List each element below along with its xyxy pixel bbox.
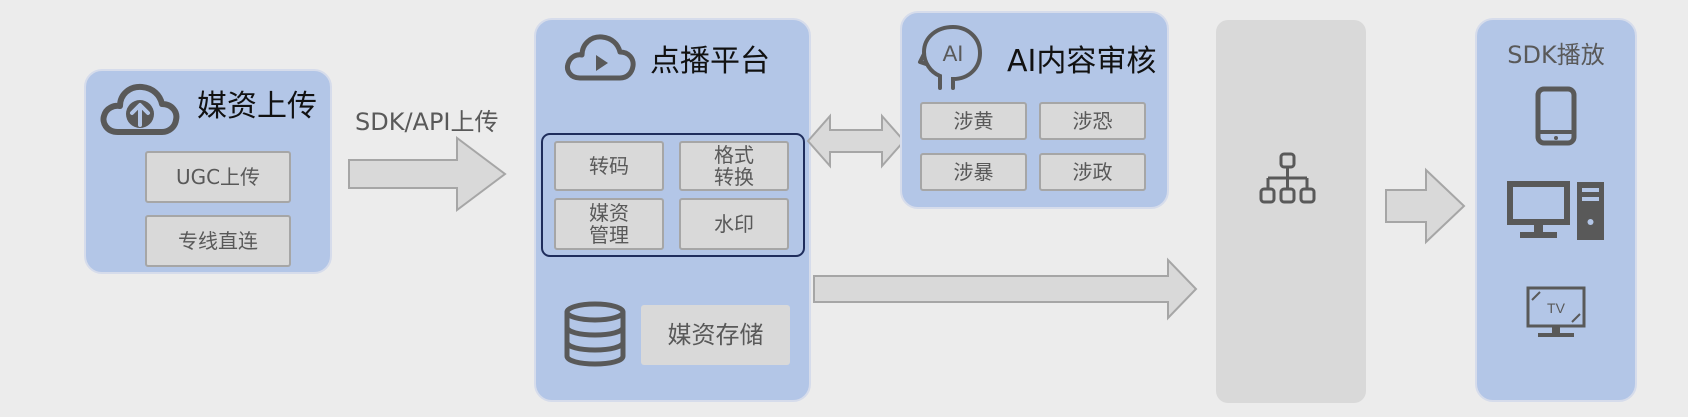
- playback-arrow: [1385, 167, 1466, 245]
- cloud-upload-icon: [100, 83, 180, 135]
- sdk-api-upload-label: SDK/API上传: [355, 108, 499, 136]
- ai-review-title: AI内容审核: [1007, 44, 1157, 79]
- violence-check-box: 涉暴: [920, 153, 1027, 191]
- upload-arrow: [348, 136, 507, 212]
- ugc-upload-box: UGC上传: [145, 151, 291, 203]
- cloud-play-icon: [565, 34, 636, 81]
- transcode-box: 转码: [554, 141, 664, 191]
- bidirectional-arrow: [806, 113, 906, 169]
- dedicated-line-box: 专线直连: [145, 215, 291, 267]
- format-convert-box: 格式 转换: [679, 141, 789, 191]
- porn-check-box: 涉黄: [920, 102, 1027, 140]
- upload-title: 媒资上传: [197, 89, 317, 124]
- sdk-playback-panel: [1475, 18, 1637, 402]
- desktop-computer-icon: [1507, 181, 1604, 240]
- distribution-panel: [1216, 20, 1366, 403]
- tv-icon-text: TV: [1547, 300, 1566, 316]
- network-icon: [1259, 152, 1316, 204]
- tv-icon: TV: [1526, 286, 1586, 337]
- ai-icon-text: AI: [943, 41, 964, 66]
- database-icon: [564, 301, 626, 367]
- sdk-playback-title: SDK播放: [1507, 41, 1605, 69]
- watermark-box: 水印: [679, 198, 789, 250]
- media-storage-box: 媒资存储: [641, 305, 790, 365]
- vod-title: 点播平台: [650, 44, 770, 79]
- terror-check-box: 涉恐: [1039, 102, 1146, 140]
- distribution-arrow: [813, 257, 1198, 321]
- processing-group: [541, 133, 805, 257]
- politics-check-box: 涉政: [1039, 153, 1146, 191]
- ai-head-icon: AI: [918, 24, 983, 90]
- phone-icon: [1535, 86, 1577, 146]
- media-management-box: 媒资 管理: [554, 198, 664, 250]
